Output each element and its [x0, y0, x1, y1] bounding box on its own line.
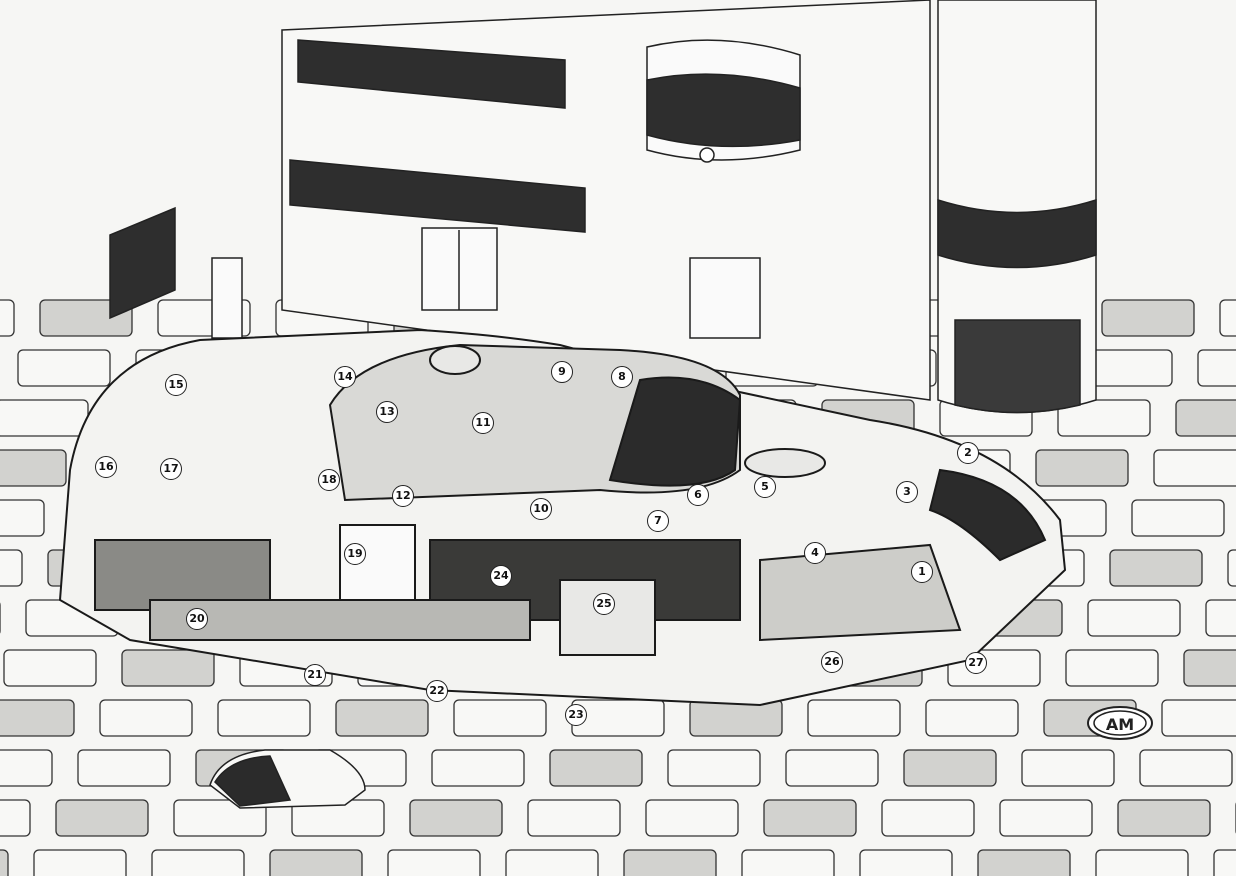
- floor-tile: [121, 649, 215, 687]
- floor-tile: [0, 849, 9, 876]
- floor-tile: [1213, 849, 1236, 876]
- floor-tile: [17, 349, 111, 387]
- floor-tile: [689, 699, 783, 737]
- floor-tile: [77, 749, 171, 787]
- floor-tile: [0, 749, 53, 787]
- floor-tile: [881, 799, 975, 837]
- callout-16: 16: [95, 456, 117, 478]
- floor-tile: [1161, 699, 1236, 737]
- floor-tile: [1021, 749, 1115, 787]
- callout-24: 24: [490, 565, 512, 587]
- floor-tile: [1057, 399, 1151, 437]
- floor-tile: [999, 799, 1093, 837]
- callout-15: 15: [165, 374, 187, 396]
- callout-2: 2: [957, 442, 979, 464]
- callout-9: 9: [551, 361, 573, 383]
- vehicle: [58, 328, 1067, 707]
- tower: [937, 0, 1097, 414]
- floor-tile: [217, 699, 311, 737]
- callout-1: 1: [911, 561, 933, 583]
- floor-tile: [409, 799, 503, 837]
- callout-20: 20: [186, 608, 208, 630]
- floor-tile: [3, 649, 97, 687]
- floor-tile: [785, 749, 879, 787]
- callout-10: 10: [530, 498, 552, 520]
- callout-6: 6: [687, 484, 709, 506]
- floor-tile: [1109, 549, 1203, 587]
- floor-tile: [645, 799, 739, 837]
- building: [109, 0, 931, 401]
- floor-tile: [1205, 599, 1236, 637]
- floor-tile: [0, 699, 75, 737]
- floor-tile: [55, 799, 149, 837]
- floor-tile: [99, 699, 193, 737]
- callout-5: 5: [754, 476, 776, 498]
- floor-tile: [151, 849, 245, 876]
- floor-tile: [173, 799, 267, 837]
- floor-tile: [0, 799, 31, 837]
- callout-19: 19: [344, 543, 366, 565]
- floor-tile: [623, 849, 717, 876]
- floor-tile: [667, 749, 761, 787]
- floor-tile: [453, 699, 547, 737]
- callout-13: 13: [376, 401, 398, 423]
- callout-12: 12: [392, 485, 414, 507]
- floor-tile: [1101, 299, 1195, 337]
- callout-7: 7: [647, 510, 669, 532]
- svg-text:AM: AM: [1106, 715, 1134, 734]
- floor-tile: [1087, 599, 1181, 637]
- floor-tile: [1035, 449, 1129, 487]
- callout-21: 21: [304, 664, 326, 686]
- floor-tile: [741, 849, 835, 876]
- floor-tile: [903, 749, 997, 787]
- floor-tile: [807, 699, 901, 737]
- floor-tile: [1139, 749, 1233, 787]
- small-car: [209, 749, 366, 809]
- callout-22: 22: [426, 680, 448, 702]
- logo: AM: [1087, 706, 1153, 740]
- floor-tile: [1131, 499, 1225, 537]
- callout-17: 17: [160, 458, 182, 480]
- callout-23: 23: [565, 704, 587, 726]
- floor-tile: [0, 549, 23, 587]
- floor-tile: [527, 799, 621, 837]
- callout-27: 27: [965, 652, 987, 674]
- floor-tile: [1227, 549, 1236, 587]
- floor-tile: [925, 699, 1019, 737]
- floor-tile: [39, 299, 133, 337]
- floor-tile: [763, 799, 857, 837]
- floor-tile: [387, 849, 481, 876]
- floor-tile: [1219, 299, 1236, 337]
- callout-25: 25: [593, 593, 615, 615]
- floor-tile: [1183, 649, 1236, 687]
- floor-tile: [0, 449, 67, 487]
- floor-tile: [505, 849, 599, 876]
- callout-18: 18: [318, 469, 340, 491]
- floor-tile: [269, 849, 363, 876]
- floor-tile: [0, 399, 89, 437]
- floor-tile: [859, 849, 953, 876]
- floor-tile: [1153, 449, 1236, 487]
- floor-tile: [1175, 399, 1236, 437]
- callout-26: 26: [821, 651, 843, 673]
- floor-tile: [977, 849, 1071, 876]
- floor-tile: [33, 849, 127, 876]
- floor-tile: [549, 749, 643, 787]
- floor-tile: [1065, 649, 1159, 687]
- floor-tile: [431, 749, 525, 787]
- callout-14: 14: [334, 366, 356, 388]
- callout-4: 4: [804, 542, 826, 564]
- floor-tile: [0, 499, 45, 537]
- floor-tile: [335, 699, 429, 737]
- callout-3: 3: [896, 481, 918, 503]
- callout-11: 11: [472, 412, 494, 434]
- floor-tile: [1095, 849, 1189, 876]
- callout-8: 8: [611, 366, 633, 388]
- floor-tile: [0, 299, 15, 337]
- floor-tile: [1197, 349, 1236, 387]
- floor-tile: [1117, 799, 1211, 837]
